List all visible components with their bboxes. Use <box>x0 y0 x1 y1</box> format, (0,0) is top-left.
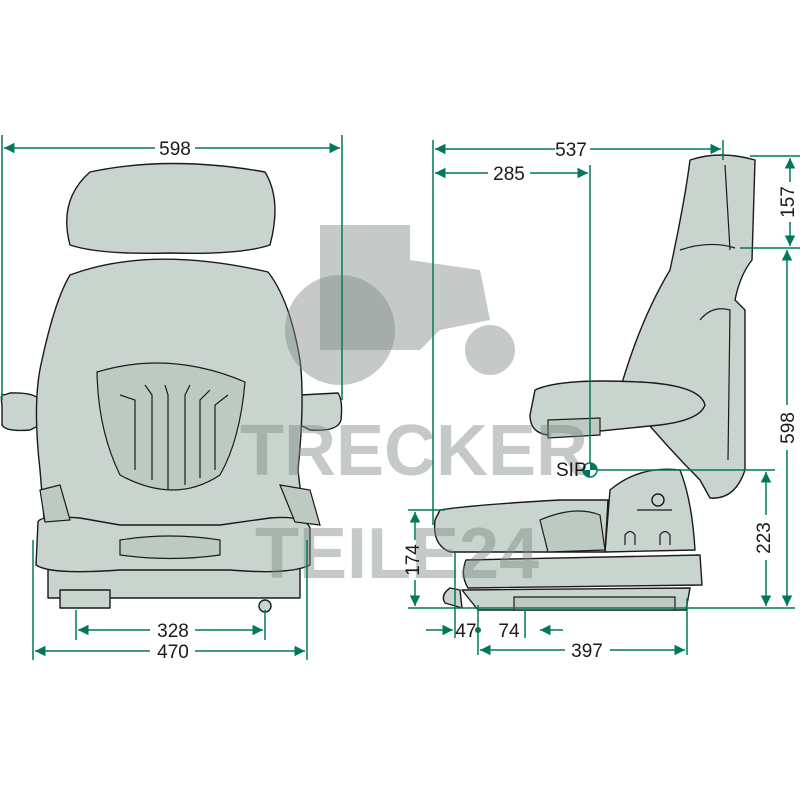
dim-rail-length-397: 397 <box>571 641 603 662</box>
front-headrest <box>66 162 276 255</box>
side-suspension <box>462 554 703 589</box>
side-mechanism <box>604 468 696 553</box>
dim-rail-spacing-328: 328 <box>157 621 189 642</box>
front-armrest-right <box>299 392 343 431</box>
dim-side-height-598: 598 <box>778 412 799 444</box>
front-foot-left <box>59 589 111 609</box>
side-view-seat <box>433 154 756 611</box>
dim-headrest-157: 157 <box>778 186 799 218</box>
watermark-line1: TRECKER <box>240 411 588 491</box>
sip-label: SIP <box>556 460 587 481</box>
dim-adjust-74: 74 <box>498 621 520 642</box>
dim-sip-depth-285: 285 <box>493 164 525 185</box>
watermark-logo: TRECKER TEILE24 <box>240 225 588 594</box>
dim-front-width-598: 598 <box>159 139 191 160</box>
side-dimensions: 537 285 SIP 157 598 223 174 <box>403 140 800 662</box>
front-back-panel <box>96 362 246 491</box>
dim-sip-height-223: 223 <box>754 522 775 554</box>
dim-front-offset-47: 47 <box>455 621 476 642</box>
tractor-icon <box>320 225 490 350</box>
dim-base-width-470: 470 <box>157 642 189 663</box>
dim-side-depth-537: 537 <box>555 140 587 161</box>
front-dimensions: 598 328 470 <box>1 135 343 663</box>
front-armrest-left <box>0 392 41 432</box>
front-view-seat <box>0 162 343 613</box>
dim-cushion-174: 174 <box>403 544 424 576</box>
side-backrest <box>619 154 756 499</box>
watermark-line2: TEILE24 <box>255 514 539 594</box>
